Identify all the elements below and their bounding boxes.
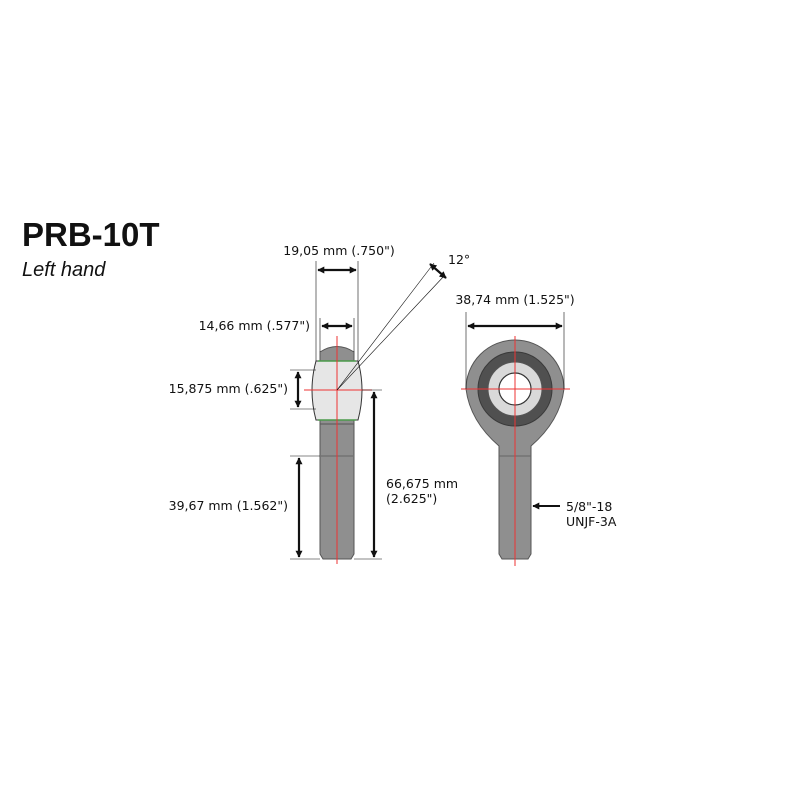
overall-length-mm-label: 66,675 mm	[386, 476, 458, 491]
housing-width-label: 14,66 mm (.577")	[199, 318, 310, 333]
front-view	[461, 336, 570, 566]
side-view	[304, 336, 372, 564]
angle-label: 12°	[448, 252, 470, 267]
thread-length-label: 39,67 mm (1.562")	[169, 498, 288, 513]
bore-label: 15,875 mm (.625")	[169, 381, 288, 396]
variant-subtitle: Left hand	[22, 259, 106, 281]
dimension-lines	[290, 261, 565, 560]
angle-ray-upper	[336, 262, 435, 391]
thread-spec-line1: 5/8"-18	[566, 499, 612, 514]
thread-spec-line2: UNJF-3A	[566, 514, 617, 529]
part-number-title: PRB-10T	[22, 216, 160, 253]
dimension-labels: 19,05 mm (.750") 12° 14,66 mm (.577") 15…	[169, 243, 617, 529]
overall-length-in-label: (2.625")	[386, 491, 437, 506]
ball-width-label: 19,05 mm (.750")	[283, 243, 394, 258]
angle-arrow	[429, 263, 447, 279]
angle-ray-lower	[336, 274, 446, 391]
head-diameter-label: 38,74 mm (1.525")	[455, 292, 574, 307]
